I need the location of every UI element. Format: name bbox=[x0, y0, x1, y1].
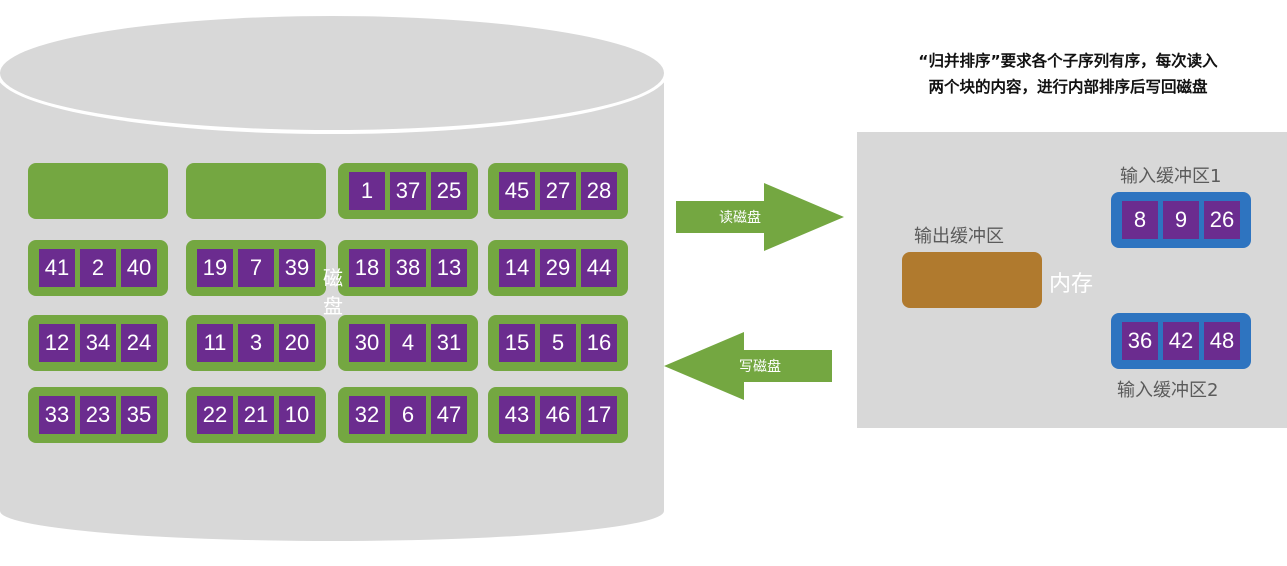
caption-line-1: “归并排序”要求各个子序列有序，每次读入 bbox=[918, 52, 1218, 70]
caption-line-2: 两个块的内容，进行内部排序后写回磁盘 bbox=[928, 78, 1208, 96]
disk-block bbox=[186, 163, 326, 219]
record-cell: 39 bbox=[279, 249, 315, 287]
record-cell: 27 bbox=[540, 172, 576, 210]
memory-label: 内存 bbox=[1049, 272, 1094, 297]
record-cell: 17 bbox=[581, 396, 617, 434]
record-cell: 36 bbox=[1122, 322, 1158, 360]
record-cell: 24 bbox=[121, 324, 157, 362]
record-cell: 11 bbox=[197, 324, 233, 362]
record-cell: 4 bbox=[390, 324, 426, 362]
record-cell: 16 bbox=[581, 324, 617, 362]
record-cell: 48 bbox=[1204, 322, 1240, 360]
record-cell: 15 bbox=[499, 324, 535, 362]
output-buffer bbox=[902, 252, 1042, 308]
record-cell: 33 bbox=[39, 396, 75, 434]
record-cell: 47 bbox=[431, 396, 467, 434]
record-cell: 2 bbox=[80, 249, 116, 287]
disk-block bbox=[28, 163, 168, 219]
read-arrow bbox=[676, 183, 844, 251]
record-cell: 32 bbox=[349, 396, 385, 434]
record-cell: 45 bbox=[499, 172, 535, 210]
record-cell: 43 bbox=[499, 396, 535, 434]
record-cell: 13 bbox=[431, 249, 467, 287]
disk-label: 磁盘 bbox=[323, 266, 343, 318]
record-cell: 3 bbox=[238, 324, 274, 362]
record-cell: 31 bbox=[431, 324, 467, 362]
read-disk-label: 读磁盘 bbox=[719, 210, 761, 226]
record-cell: 34 bbox=[80, 324, 116, 362]
record-cell: 18 bbox=[349, 249, 385, 287]
record-cell: 35 bbox=[121, 396, 157, 434]
record-cell: 5 bbox=[540, 324, 576, 362]
input-buffer-1-label: 输入缓冲区1 bbox=[1120, 166, 1222, 187]
record-cell: 6 bbox=[390, 396, 426, 434]
record-cell: 42 bbox=[1163, 322, 1199, 360]
record-cell: 29 bbox=[540, 249, 576, 287]
record-cell: 46 bbox=[540, 396, 576, 434]
record-cell: 25 bbox=[431, 172, 467, 210]
record-cell: 40 bbox=[121, 249, 157, 287]
record-cell: 20 bbox=[279, 324, 315, 362]
record-cell: 22 bbox=[197, 396, 233, 434]
record-cell: 9 bbox=[1163, 201, 1199, 239]
record-cell: 30 bbox=[349, 324, 385, 362]
record-cell: 10 bbox=[279, 396, 315, 434]
record-cell: 28 bbox=[581, 172, 617, 210]
write-disk-label: 写磁盘 bbox=[739, 359, 781, 375]
record-cell: 1 bbox=[349, 172, 385, 210]
record-cell: 19 bbox=[197, 249, 233, 287]
record-cell: 12 bbox=[39, 324, 75, 362]
record-cell: 37 bbox=[390, 172, 426, 210]
record-cell: 44 bbox=[581, 249, 617, 287]
record-cell: 7 bbox=[238, 249, 274, 287]
write-arrow bbox=[664, 332, 832, 400]
record-cell: 23 bbox=[80, 396, 116, 434]
input-buffer-2-label: 输入缓冲区2 bbox=[1117, 380, 1219, 401]
record-cell: 8 bbox=[1122, 201, 1158, 239]
record-cell: 26 bbox=[1204, 201, 1240, 239]
record-cell: 41 bbox=[39, 249, 75, 287]
record-cell: 14 bbox=[499, 249, 535, 287]
output-buffer-label: 输出缓冲区 bbox=[914, 226, 1004, 247]
caption: “归并排序”要求各个子序列有序，每次读入 两个块的内容，进行内部排序后写回磁盘 bbox=[862, 48, 1274, 100]
record-cell: 21 bbox=[238, 396, 274, 434]
record-cell: 38 bbox=[390, 249, 426, 287]
